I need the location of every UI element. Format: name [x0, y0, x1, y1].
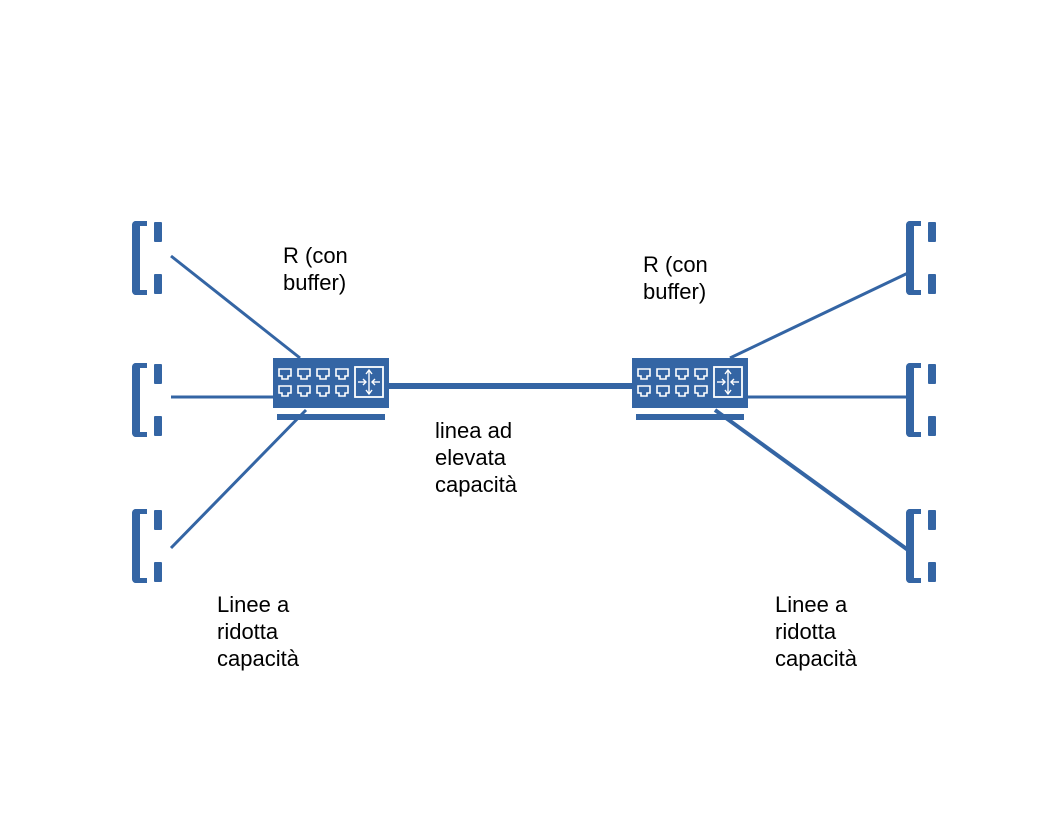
telephone-handset-icon [132, 509, 162, 583]
router-switch-icon [632, 358, 748, 420]
access-left-label: Linee a ridotta capacità [217, 592, 299, 671]
telephone-handset-icon [906, 363, 936, 437]
right-access-line-bottom [713, 408, 910, 552]
left-access-line-bottom [169, 408, 308, 550]
telephone-handset-icon [132, 221, 162, 295]
router-right-label: R (con buffer) [643, 252, 708, 304]
access-right-label: Linee a ridotta capacità [775, 592, 857, 671]
telephone-handset-icon [906, 509, 936, 583]
router-left-label: R (con buffer) [283, 243, 348, 295]
router-switch-icon [273, 358, 389, 420]
right-access-line-top [729, 271, 909, 360]
left-access-line-top [170, 254, 301, 360]
telephone-handset-icon [132, 363, 162, 437]
telephone-handset-icon [906, 221, 936, 295]
trunk-label: linea ad elevata capacità [435, 418, 517, 497]
